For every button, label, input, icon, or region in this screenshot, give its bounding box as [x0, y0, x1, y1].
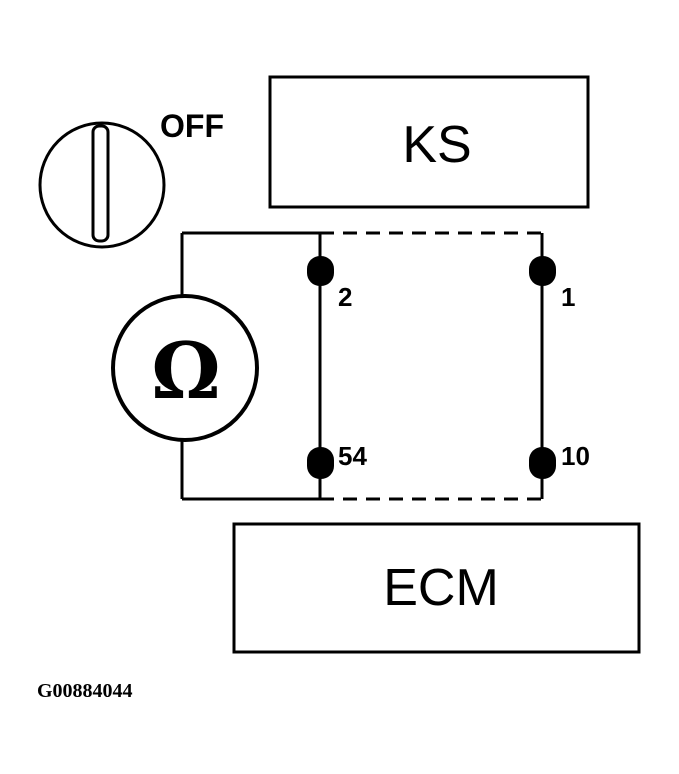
ecm-label: ECM: [383, 559, 499, 617]
pin-label-10: 10: [561, 441, 590, 471]
pin-label-1: 1: [561, 282, 575, 312]
terminal-54: [307, 447, 334, 479]
ohmmeter-icon: [111, 294, 259, 442]
ks-box: [268, 75, 590, 209]
terminal-1: [529, 256, 556, 286]
terminals: [307, 256, 556, 479]
terminal-2: [307, 256, 334, 286]
pin-label-2: 2: [338, 282, 352, 312]
ohm-symbol: Ω: [151, 326, 220, 417]
pin-label-54: 54: [338, 441, 367, 471]
ignition-switch-icon: [38, 121, 166, 249]
connector-outline: [320, 231, 542, 501]
terminal-10: [529, 447, 556, 479]
figure-code: G00884044: [37, 680, 133, 702]
switch-position-label: OFF: [160, 108, 224, 144]
ks-label: KS: [402, 116, 471, 174]
ecm-box: [232, 522, 641, 654]
